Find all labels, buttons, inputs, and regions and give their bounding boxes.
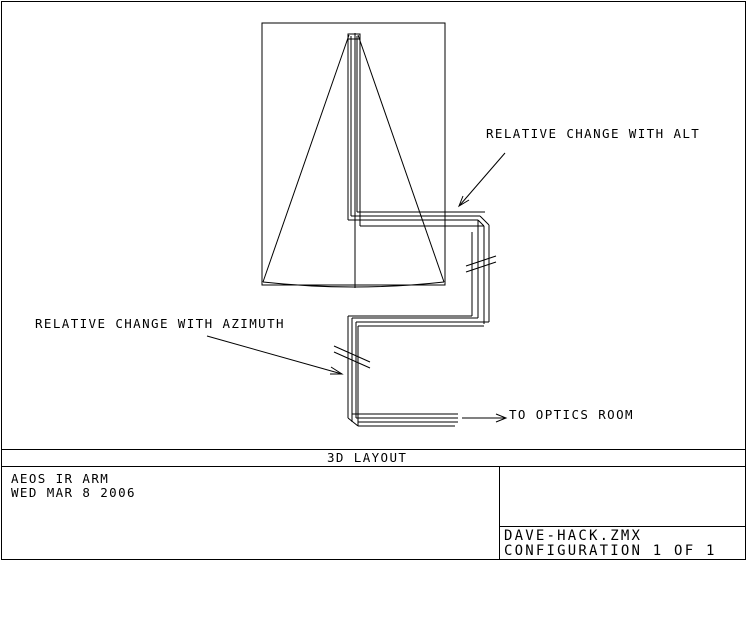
title-block bbox=[1, 449, 746, 560]
azimuth-annotation-label: RELATIVE CHANGE WITH AZIMUTH bbox=[35, 316, 285, 331]
azimuth-break-marks bbox=[333, 345, 371, 369]
beam-vertical-top bbox=[347, 33, 361, 226]
system-name: AEOS IR ARM bbox=[11, 471, 110, 486]
optics-annotation-label: TO OPTICS ROOM bbox=[509, 407, 634, 422]
alt-annotation-label: RELATIVE CHANGE WITH ALT bbox=[486, 126, 701, 141]
beam-horizontal-upper bbox=[348, 211, 490, 227]
plot-frame bbox=[1, 1, 746, 560]
azimuth-arrow bbox=[206, 335, 344, 375]
beam-vertical-right bbox=[471, 220, 490, 324]
alt-arrow bbox=[457, 152, 506, 208]
drawing-date: WED MAR 8 2006 bbox=[11, 485, 136, 500]
file-name: DAVE-HACK.ZMX bbox=[504, 528, 643, 544]
beam-horizontal-middle bbox=[348, 315, 489, 327]
configuration-label: CONFIGURATION 1 OF 1 bbox=[504, 543, 717, 559]
alt-break-marks bbox=[465, 255, 497, 273]
light-cone bbox=[262, 34, 445, 288]
beam-vertical-lower bbox=[347, 316, 359, 426]
optics-arrow bbox=[462, 413, 508, 423]
beam-output bbox=[347, 413, 458, 427]
telescope-tube bbox=[261, 22, 446, 286]
layout-title: 3D LAYOUT bbox=[327, 450, 408, 465]
